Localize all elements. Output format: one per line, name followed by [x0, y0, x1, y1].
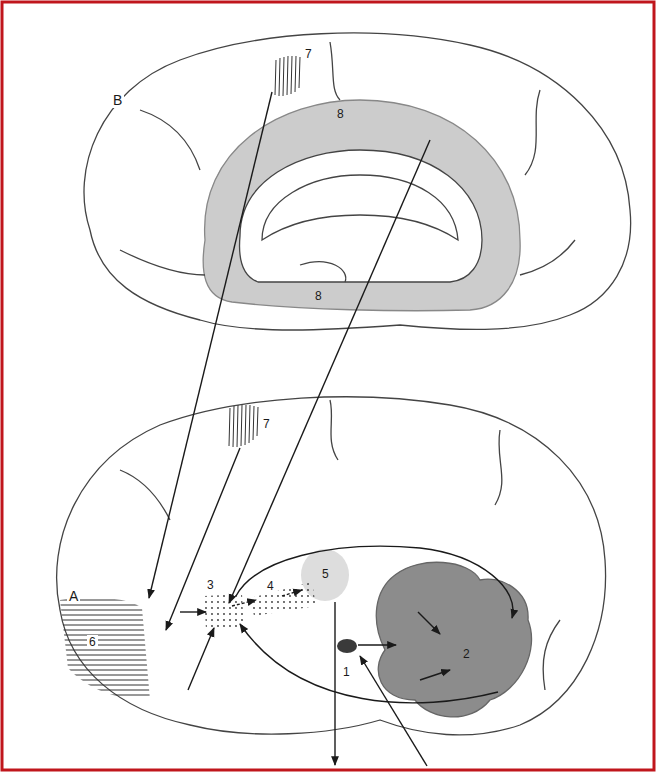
callout-number: 7 [261, 417, 272, 431]
callout-number: 7 [303, 47, 314, 61]
sulcus [120, 470, 170, 520]
arrow [418, 612, 440, 634]
arrow [188, 628, 214, 690]
brain-outline [57, 397, 606, 735]
loop-arrow [236, 546, 513, 618]
corpus-callosum [262, 175, 458, 240]
loop-arrow [240, 624, 498, 703]
projection-arrows [149, 92, 513, 766]
arrow [334, 602, 335, 765]
callout-number: 3 [205, 578, 216, 592]
hatched-area [55, 600, 160, 695]
hatched-area [275, 56, 300, 96]
arrow [232, 600, 256, 606]
sulcus [300, 262, 346, 282]
callout-number: 1 [341, 665, 352, 679]
nucleus-region [337, 639, 357, 653]
upper-brain [84, 33, 631, 330]
arrow [420, 670, 450, 680]
callout-number: 6 [87, 635, 98, 649]
hatched-area [229, 405, 258, 447]
callout-number: 2 [461, 647, 472, 661]
sulcus [520, 240, 575, 275]
brain-outline [84, 33, 631, 330]
sulcus [140, 110, 200, 170]
callout-number: 8 [335, 107, 346, 121]
arrow [358, 644, 396, 645]
sulcus [120, 250, 205, 275]
callout-number: 4 [265, 579, 276, 593]
callout-number: 5 [320, 567, 331, 581]
callout-number: 8 [313, 289, 324, 303]
lower-brain [55, 397, 606, 735]
sulcus [330, 400, 338, 460]
sulcus [330, 42, 340, 100]
corpus-callosum-area [240, 150, 482, 282]
dotted-region [204, 594, 244, 630]
panel-letter: B [111, 92, 124, 108]
sulcus [543, 620, 560, 690]
dotted-region [250, 582, 316, 616]
arrow [282, 590, 302, 596]
sulcus [495, 430, 502, 505]
arrow [229, 140, 430, 603]
sulcus [525, 90, 540, 175]
panel-letter: A [67, 588, 80, 604]
arrow [180, 611, 206, 612]
limbic-band [203, 100, 520, 311]
arrow [360, 656, 427, 766]
arrow [166, 448, 240, 630]
amygdala-region [376, 562, 531, 717]
